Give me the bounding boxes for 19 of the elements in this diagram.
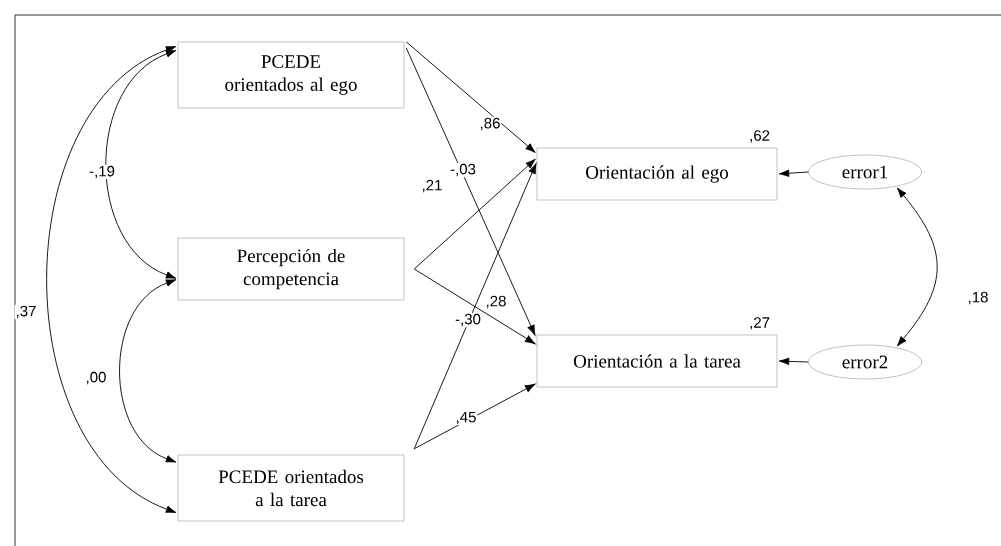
path-arrow (413, 158, 536, 270)
path-arrow (778, 169, 809, 177)
covariance-arrow (119, 279, 177, 463)
variable-box: PCEDE orientados a la tarea (177, 454, 405, 522)
path-arrow (413, 383, 536, 450)
r-squared-value: ,62 (750, 130, 770, 143)
variable-box: Percepción de competencia (177, 237, 405, 301)
path-arrow (405, 41, 536, 153)
covariance-arrow (46, 46, 177, 513)
covariance-arrow (105, 50, 177, 279)
path-arrow (413, 163, 537, 450)
variable-box: Orientación a la tarea (536, 334, 778, 388)
path-arrow (413, 268, 536, 345)
variable-box: Orientación al ego (536, 147, 778, 201)
path-arrow (778, 357, 809, 366)
r-squared-value: ,27 (750, 317, 770, 330)
path-arrow (405, 47, 536, 336)
variable-box: PCEDE orientados al ego (177, 41, 405, 109)
covariance-arrow (896, 187, 938, 347)
